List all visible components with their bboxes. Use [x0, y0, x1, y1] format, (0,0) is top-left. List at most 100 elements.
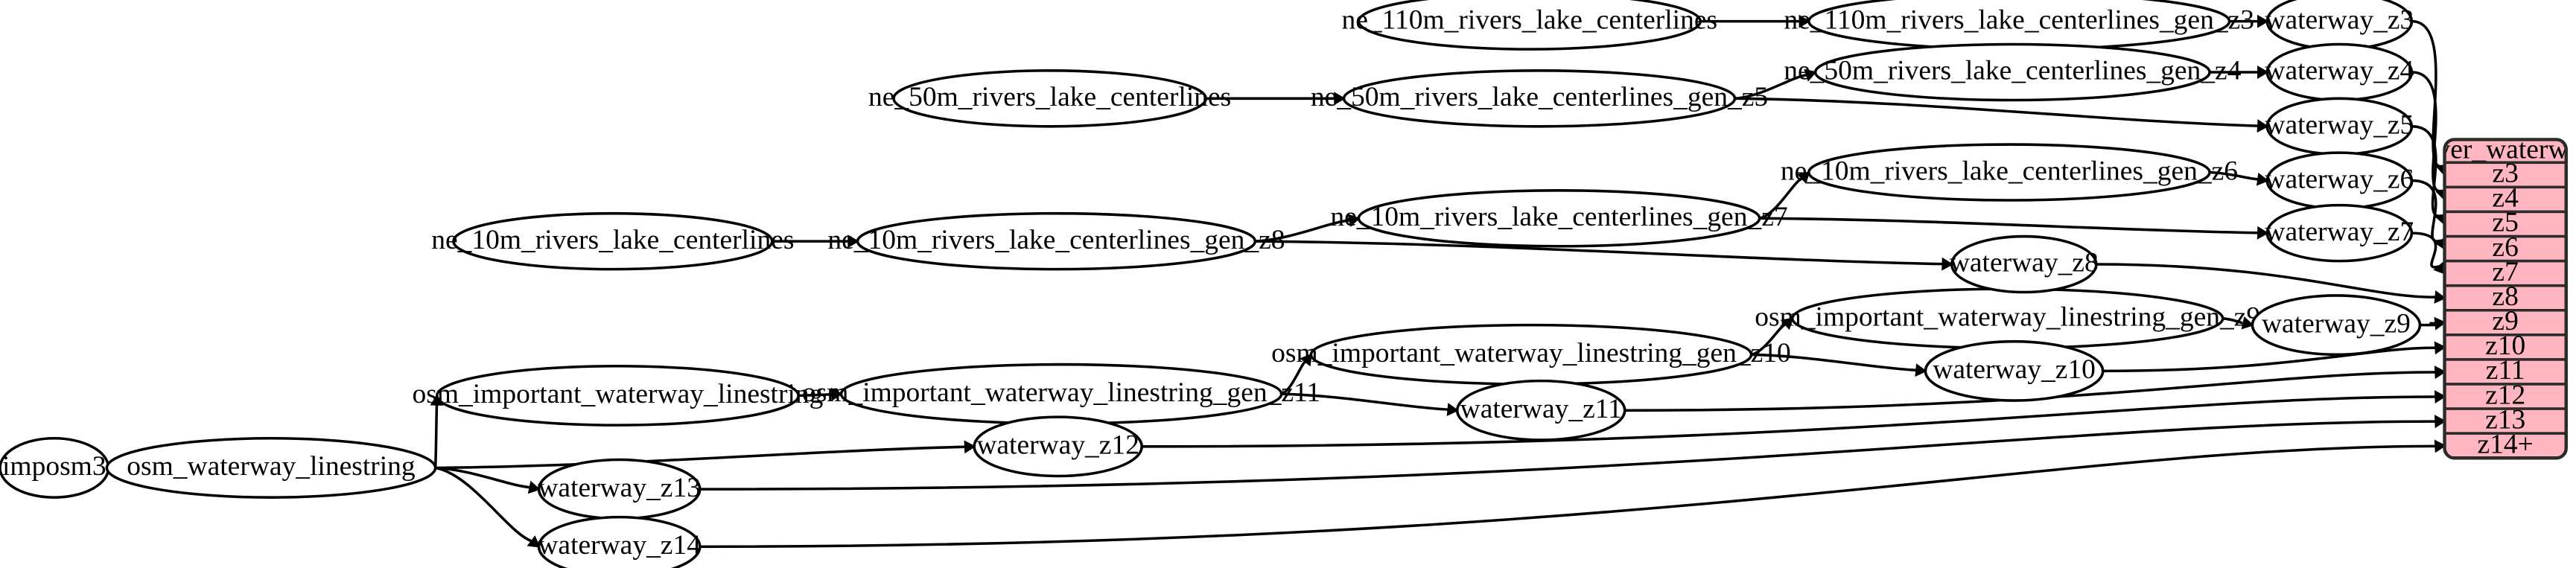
record-row-z14plus[interactable] — [2444, 432, 2566, 459]
node-imposm3[interactable]: imposm3 — [0, 437, 110, 499]
edge-arrowhead-icon — [1915, 363, 1927, 377]
record-row-z9[interactable] — [2444, 309, 2566, 336]
edge-arrowhead-icon — [1300, 353, 1312, 367]
record-row-z11[interactable] — [2444, 358, 2566, 386]
node-shape-waterway_z14[interactable] — [537, 515, 702, 568]
record-row-z3[interactable] — [2444, 161, 2566, 189]
edge-ne_10m_rivers_lake_centerlines_gen_z8--to--waterway_z8 — [1255, 240, 1943, 266]
node-ne_110m_rivers_lake_centerlines[interactable]: ne_110m_rivers_lake_centerlines — [1342, 0, 1718, 51]
node-waterway_z9[interactable]: waterway_z9 — [2251, 294, 2422, 357]
node-shape-ne_110m_rivers_lake_centerlines_gen_z3[interactable] — [1807, 0, 2231, 51]
node-shape-waterway_z12[interactable] — [973, 415, 1143, 478]
node-shape-waterway_z10[interactable] — [1924, 339, 2105, 402]
node-shape-waterway_z9[interactable] — [2251, 294, 2422, 357]
node-osm_important_waterway_linestring_gen_z10[interactable]: osm_important_waterway_linestring_gen_z1… — [1271, 323, 1791, 386]
node-ne_10m_rivers_lake_centerlines_gen_z6[interactable]: ne_10m_rivers_lake_centerlines_gen_z6 — [1781, 143, 2238, 202]
node-shape-osm_important_waterway_linestring_gen_z9[interactable] — [1790, 287, 2224, 350]
node-shape-waterway_z8[interactable] — [1950, 234, 2098, 294]
node-waterway_z3[interactable]: waterway_z3 — [2265, 0, 2414, 51]
node-shape-ne_10m_rivers_lake_centerlines_gen_z8[interactable] — [856, 211, 1257, 271]
edge-arrowhead-icon — [2434, 341, 2446, 355]
node-ne_10m_rivers_lake_centerlines_gen_z7[interactable]: ne_10m_rivers_lake_centerlines_gen_z7 — [1330, 189, 1788, 248]
node-waterway_z4[interactable]: waterway_z4 — [2265, 42, 2414, 102]
record-row-z7[interactable] — [2444, 259, 2566, 287]
edge-osm_important_waterway_linestring_gen_z11--to--osm_important_waterway_linestring_gen_z10 — [1280, 360, 1307, 395]
node-osm_waterway_linestring[interactable]: osm_waterway_linestring — [105, 437, 437, 499]
edge-arrowhead-icon — [1804, 68, 1817, 82]
edge-arrowhead-icon — [1799, 14, 1810, 28]
node-shape-ne_110m_rivers_lake_centerlines[interactable] — [1357, 0, 1702, 51]
node-shape-osm_waterway_linestring[interactable] — [105, 437, 437, 499]
edge-arrowhead-icon — [2434, 290, 2446, 304]
edge-ne_10m_rivers_lake_centerlines_gen_z6--to--waterway_z6 — [2210, 170, 2259, 181]
record-row-z12[interactable] — [2444, 383, 2566, 410]
node-waterway_z6[interactable]: waterway_z6 — [2265, 151, 2414, 210]
edge-ne_10m_rivers_lake_centerlines_gen_z7--to--ne_10m_rivers_lake_centerlines_gen_z6 — [1759, 177, 1803, 220]
node-waterway_z10[interactable]: waterway_z10 — [1924, 339, 2105, 402]
edge-osm_waterway_linestring--to--osm_important_waterway_linestring — [433, 404, 439, 468]
node-shape-imposm3[interactable] — [0, 437, 110, 499]
edge-arrowhead-icon — [527, 480, 541, 494]
record-row-z6[interactable] — [2444, 234, 2566, 263]
edge-osm_waterway_linestring--to--waterway_z14 — [435, 466, 532, 543]
node-shape-waterway_z7[interactable] — [2265, 203, 2414, 263]
edge-arrowhead-icon — [1446, 403, 1459, 417]
node-osm_important_waterway_linestring[interactable]: osm_important_waterway_linestring — [413, 364, 824, 427]
record-row-z4[interactable] — [2444, 185, 2566, 214]
node-shape-ne_10m_rivers_lake_centerlines_gen_z7[interactable] — [1357, 189, 1761, 248]
edge-waterway_z7--to--layer_waterway-z7 — [2411, 232, 2440, 269]
edge-ne_50m_rivers_lake_centerlines_gen_z5--to--waterway_z5 — [1734, 97, 2259, 127]
node-ne_50m_rivers_lake_centerlines_gen_z4[interactable]: ne_50m_rivers_lake_centerlines_gen_z4 — [1784, 42, 2242, 102]
record-row-z8[interactable] — [2444, 284, 2566, 312]
node-shape-ne_10m_rivers_lake_centerlines_gen_z6[interactable] — [1807, 143, 2211, 202]
record-row-z5[interactable] — [2444, 210, 2566, 238]
node-osm_important_waterway_linestring_gen_z9[interactable]: osm_important_waterway_linestring_gen_z9 — [1755, 287, 2260, 350]
node-waterway_z13[interactable]: waterway_z13 — [537, 458, 702, 520]
node-ne_10m_rivers_lake_centerlines_gen_z8[interactable]: ne_10m_rivers_lake_centerlines_gen_z8 — [827, 211, 1285, 271]
node-waterway_z14[interactable]: waterway_z14 — [537, 515, 702, 568]
node-waterway_z11[interactable]: waterway_z11 — [1455, 379, 1626, 441]
node-ne_50m_rivers_lake_centerlines_gen_z5[interactable]: ne_50m_rivers_lake_centerlines_gen_z5 — [1311, 69, 1768, 128]
node-waterway_z7[interactable]: waterway_z7 — [2265, 203, 2414, 263]
node-shape-osm_important_waterway_linestring_gen_z10[interactable] — [1309, 323, 1753, 386]
node-waterway_z8[interactable]: waterway_z8 — [1950, 234, 2099, 294]
edge-ne_50m_rivers_lake_centerlines_gen_z5--to--ne_50m_rivers_lake_centerlines_gen_z4 — [1734, 74, 1807, 100]
edge-arrowhead-icon — [1334, 92, 1346, 106]
edge-osm_important_waterway_linestring_gen_z11--to--waterway_z11 — [1281, 392, 1448, 411]
edge-arrowhead-icon — [1780, 317, 1794, 331]
record-row-z13[interactable] — [2444, 407, 2566, 435]
node-shape-ne_10m_rivers_lake_centerlines[interactable] — [452, 211, 774, 271]
edge-arrowhead-icon — [1796, 171, 1810, 185]
node-shape-waterway_z11[interactable] — [1455, 379, 1626, 441]
node-shape-waterway_z5[interactable] — [2265, 97, 2414, 156]
edge-arrowhead-icon — [964, 440, 976, 454]
node-osm_important_waterway_linestring_gen_z11[interactable]: osm_important_waterway_linestring_gen_z1… — [802, 363, 1320, 425]
node-waterway_z5[interactable]: waterway_z5 — [2265, 97, 2414, 156]
node-shape-waterway_z3[interactable] — [2265, 0, 2414, 51]
edge-arrowhead-icon — [2241, 316, 2254, 330]
node-shape-waterway_z13[interactable] — [537, 458, 702, 520]
node-shape-waterway_z6[interactable] — [2265, 151, 2414, 210]
node-shape-osm_important_waterway_linestring_gen_z11[interactable] — [839, 363, 1283, 425]
node-shape-osm_important_waterway_linestring[interactable] — [436, 364, 800, 427]
node-shape-ne_50m_rivers_lake_centerlines_gen_z5[interactable] — [1342, 69, 1737, 128]
edge-waterway_z12--to--layer_waterway-z12 — [1142, 395, 2436, 448]
node-ne_50m_rivers_lake_centerlines[interactable]: ne_50m_rivers_lake_centerlines — [868, 69, 1231, 128]
edge-arrowhead-icon — [2257, 66, 2269, 80]
edge-waterway_z4--to--layer_waterway-z4 — [2411, 71, 2443, 193]
record-row-z10[interactable] — [2444, 334, 2566, 361]
edge-osm_important_waterway_linestring_gen_z10--to--waterway_z10 — [1751, 353, 1917, 371]
node-ne_110m_rivers_lake_centerlines_gen_z3[interactable]: ne_110m_rivers_lake_centerlines_gen_z3 — [1784, 0, 2254, 51]
edges-layer — [105, 14, 2449, 549]
node-ne_10m_rivers_lake_centerlines[interactable]: ne_10m_rivers_lake_centerlines — [431, 211, 794, 271]
node-shape-waterway_z4[interactable] — [2265, 42, 2414, 102]
node-waterway_z12[interactable]: waterway_z12 — [973, 415, 1143, 478]
record-outline — [2443, 138, 2568, 460]
node-shape-ne_50m_rivers_lake_centerlines[interactable] — [892, 69, 1207, 128]
edge-arrowhead-icon — [2434, 390, 2446, 404]
edge-osm_important_waterway_linestring_gen_z10--to--osm_important_waterway_linestring_gen_z9 — [1751, 323, 1787, 357]
edge-arrowhead-icon — [2257, 14, 2269, 28]
edge-osm_waterway_linestring--to--waterway_z12 — [435, 445, 966, 470]
node-shape-ne_50m_rivers_lake_centerlines_gen_z4[interactable] — [1813, 42, 2211, 102]
record-header-layer-waterway — [2444, 139, 2566, 165]
